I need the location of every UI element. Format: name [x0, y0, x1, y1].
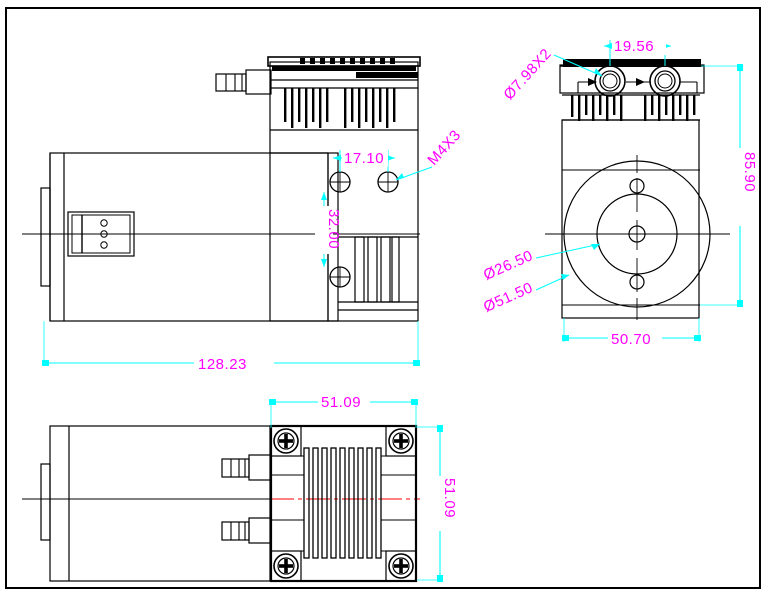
plan-hose-barb-upper [221, 454, 272, 481]
flow-arrow-middle [626, 78, 650, 86]
screw-bottom-left [273, 553, 299, 579]
front-cooling-fins [571, 95, 696, 121]
screw-top-right [388, 428, 414, 454]
front-port-housing [559, 64, 705, 94]
dimension-overall-length: 128.23 [42, 321, 420, 373]
top-cap-shadow-band [272, 66, 416, 71]
dimension-value-85-90: 85.90 [741, 152, 758, 192]
plan-heatsink-fins [303, 447, 382, 559]
flow-arrow-left [578, 78, 597, 86]
front-top-cap [563, 59, 701, 67]
dimension-value-50-70: 50.70 [611, 331, 651, 348]
side-elevation-view: 17.10 32.00 M4X3 128.23 [22, 56, 465, 373]
screw-bottom-right [388, 553, 414, 579]
mounting-hole-bottom-left [329, 266, 351, 288]
top-cap-vent-notches [300, 58, 395, 64]
dimension-overall-height: 85.90 [700, 64, 758, 307]
barb-ribs-body [215, 73, 247, 92]
dimension-value-32-00: 32.00 [325, 209, 342, 249]
top-cap-right-band [356, 72, 418, 78]
dimension-hole-spacing-vertical: 32.00 [315, 192, 342, 267]
plan-hose-barb-lower [221, 517, 272, 544]
sheet-border [5, 7, 761, 589]
hose-barb-fitting-side [215, 69, 272, 95]
mounting-hole-top-left [329, 171, 351, 193]
dimension-head-width: 51.09 [269, 391, 418, 428]
dimension-value-17-10: 17.10 [344, 150, 384, 167]
dimension-overall-width: 50.70 [562, 318, 701, 348]
dimension-hole-spacing-horizontal: 17.10 [333, 149, 395, 172]
dimension-value-head-width: 51.09 [321, 394, 361, 411]
side-view-cooling-fins [284, 88, 396, 128]
plan-pump-head-outline [269, 424, 418, 583]
dimension-port-spacing: 19.56 [604, 36, 671, 66]
dimension-value-19-56: 19.56 [614, 38, 654, 55]
screw-top-left [273, 428, 299, 454]
dimension-value-head-height: 51.09 [441, 478, 458, 518]
bottom-plan-view: 51.09 51.09 [22, 391, 458, 583]
dimension-value-128-23: 128.23 [198, 356, 247, 373]
plan-rear-flange [40, 463, 51, 541]
dimension-head-height: 51.09 [417, 425, 458, 582]
connector-pin-3 [100, 241, 108, 249]
connector-pin-1 [100, 219, 108, 227]
mounting-hole-top-right [377, 171, 399, 193]
